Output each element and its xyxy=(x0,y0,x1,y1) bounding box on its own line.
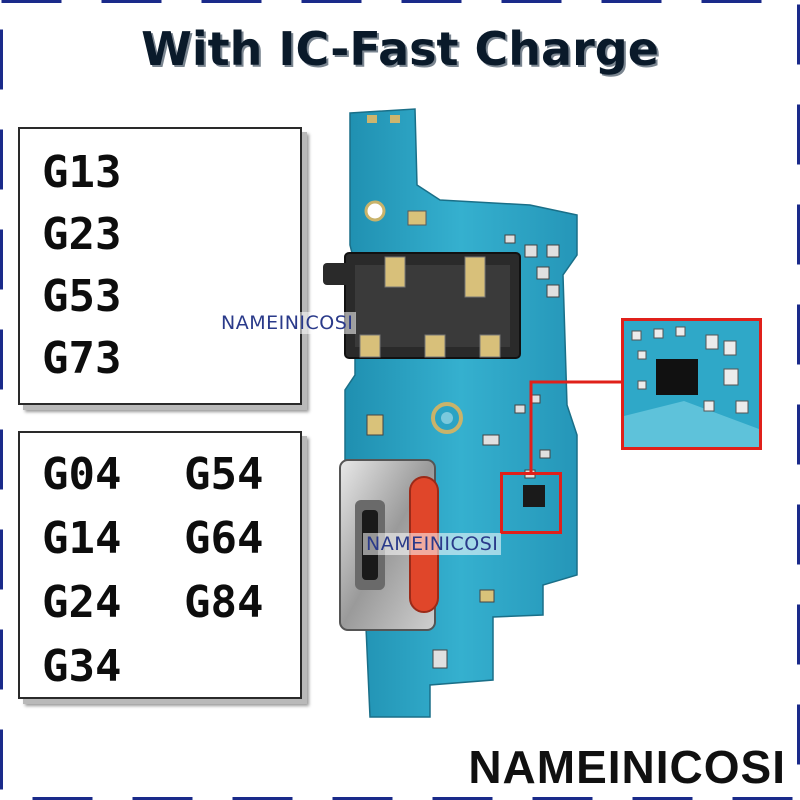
watermark-text: NAMEINICOSI xyxy=(218,312,357,334)
charging-ic-chip xyxy=(624,321,759,447)
model-label: G73 xyxy=(42,333,122,384)
chip-zoom-inset xyxy=(621,318,762,450)
model-label: G53 xyxy=(42,271,122,322)
model-label: G14 xyxy=(42,513,122,564)
page-title: With IC-Fast Charge xyxy=(141,22,659,76)
model-label: G24 xyxy=(42,577,122,628)
model-list-box-2: G04 G54 G14 G64 G24 G84 G34 xyxy=(18,431,302,699)
model-label: G04 xyxy=(42,449,122,500)
model-label: G54 xyxy=(184,449,264,500)
brand-logo-text: NAMEINICOSI xyxy=(468,741,786,793)
model-label: G64 xyxy=(184,513,264,564)
model-label: G84 xyxy=(184,577,264,628)
ic-highlight-box xyxy=(500,472,562,534)
charging-port-board-image xyxy=(323,108,578,718)
model-label: G34 xyxy=(42,641,122,692)
model-list-box-1: G13 G23 G53 G73 xyxy=(18,127,302,405)
watermark-text: NAMEINICOSI xyxy=(363,533,502,555)
model-label: G13 xyxy=(42,147,122,198)
model-label: G23 xyxy=(42,209,122,260)
